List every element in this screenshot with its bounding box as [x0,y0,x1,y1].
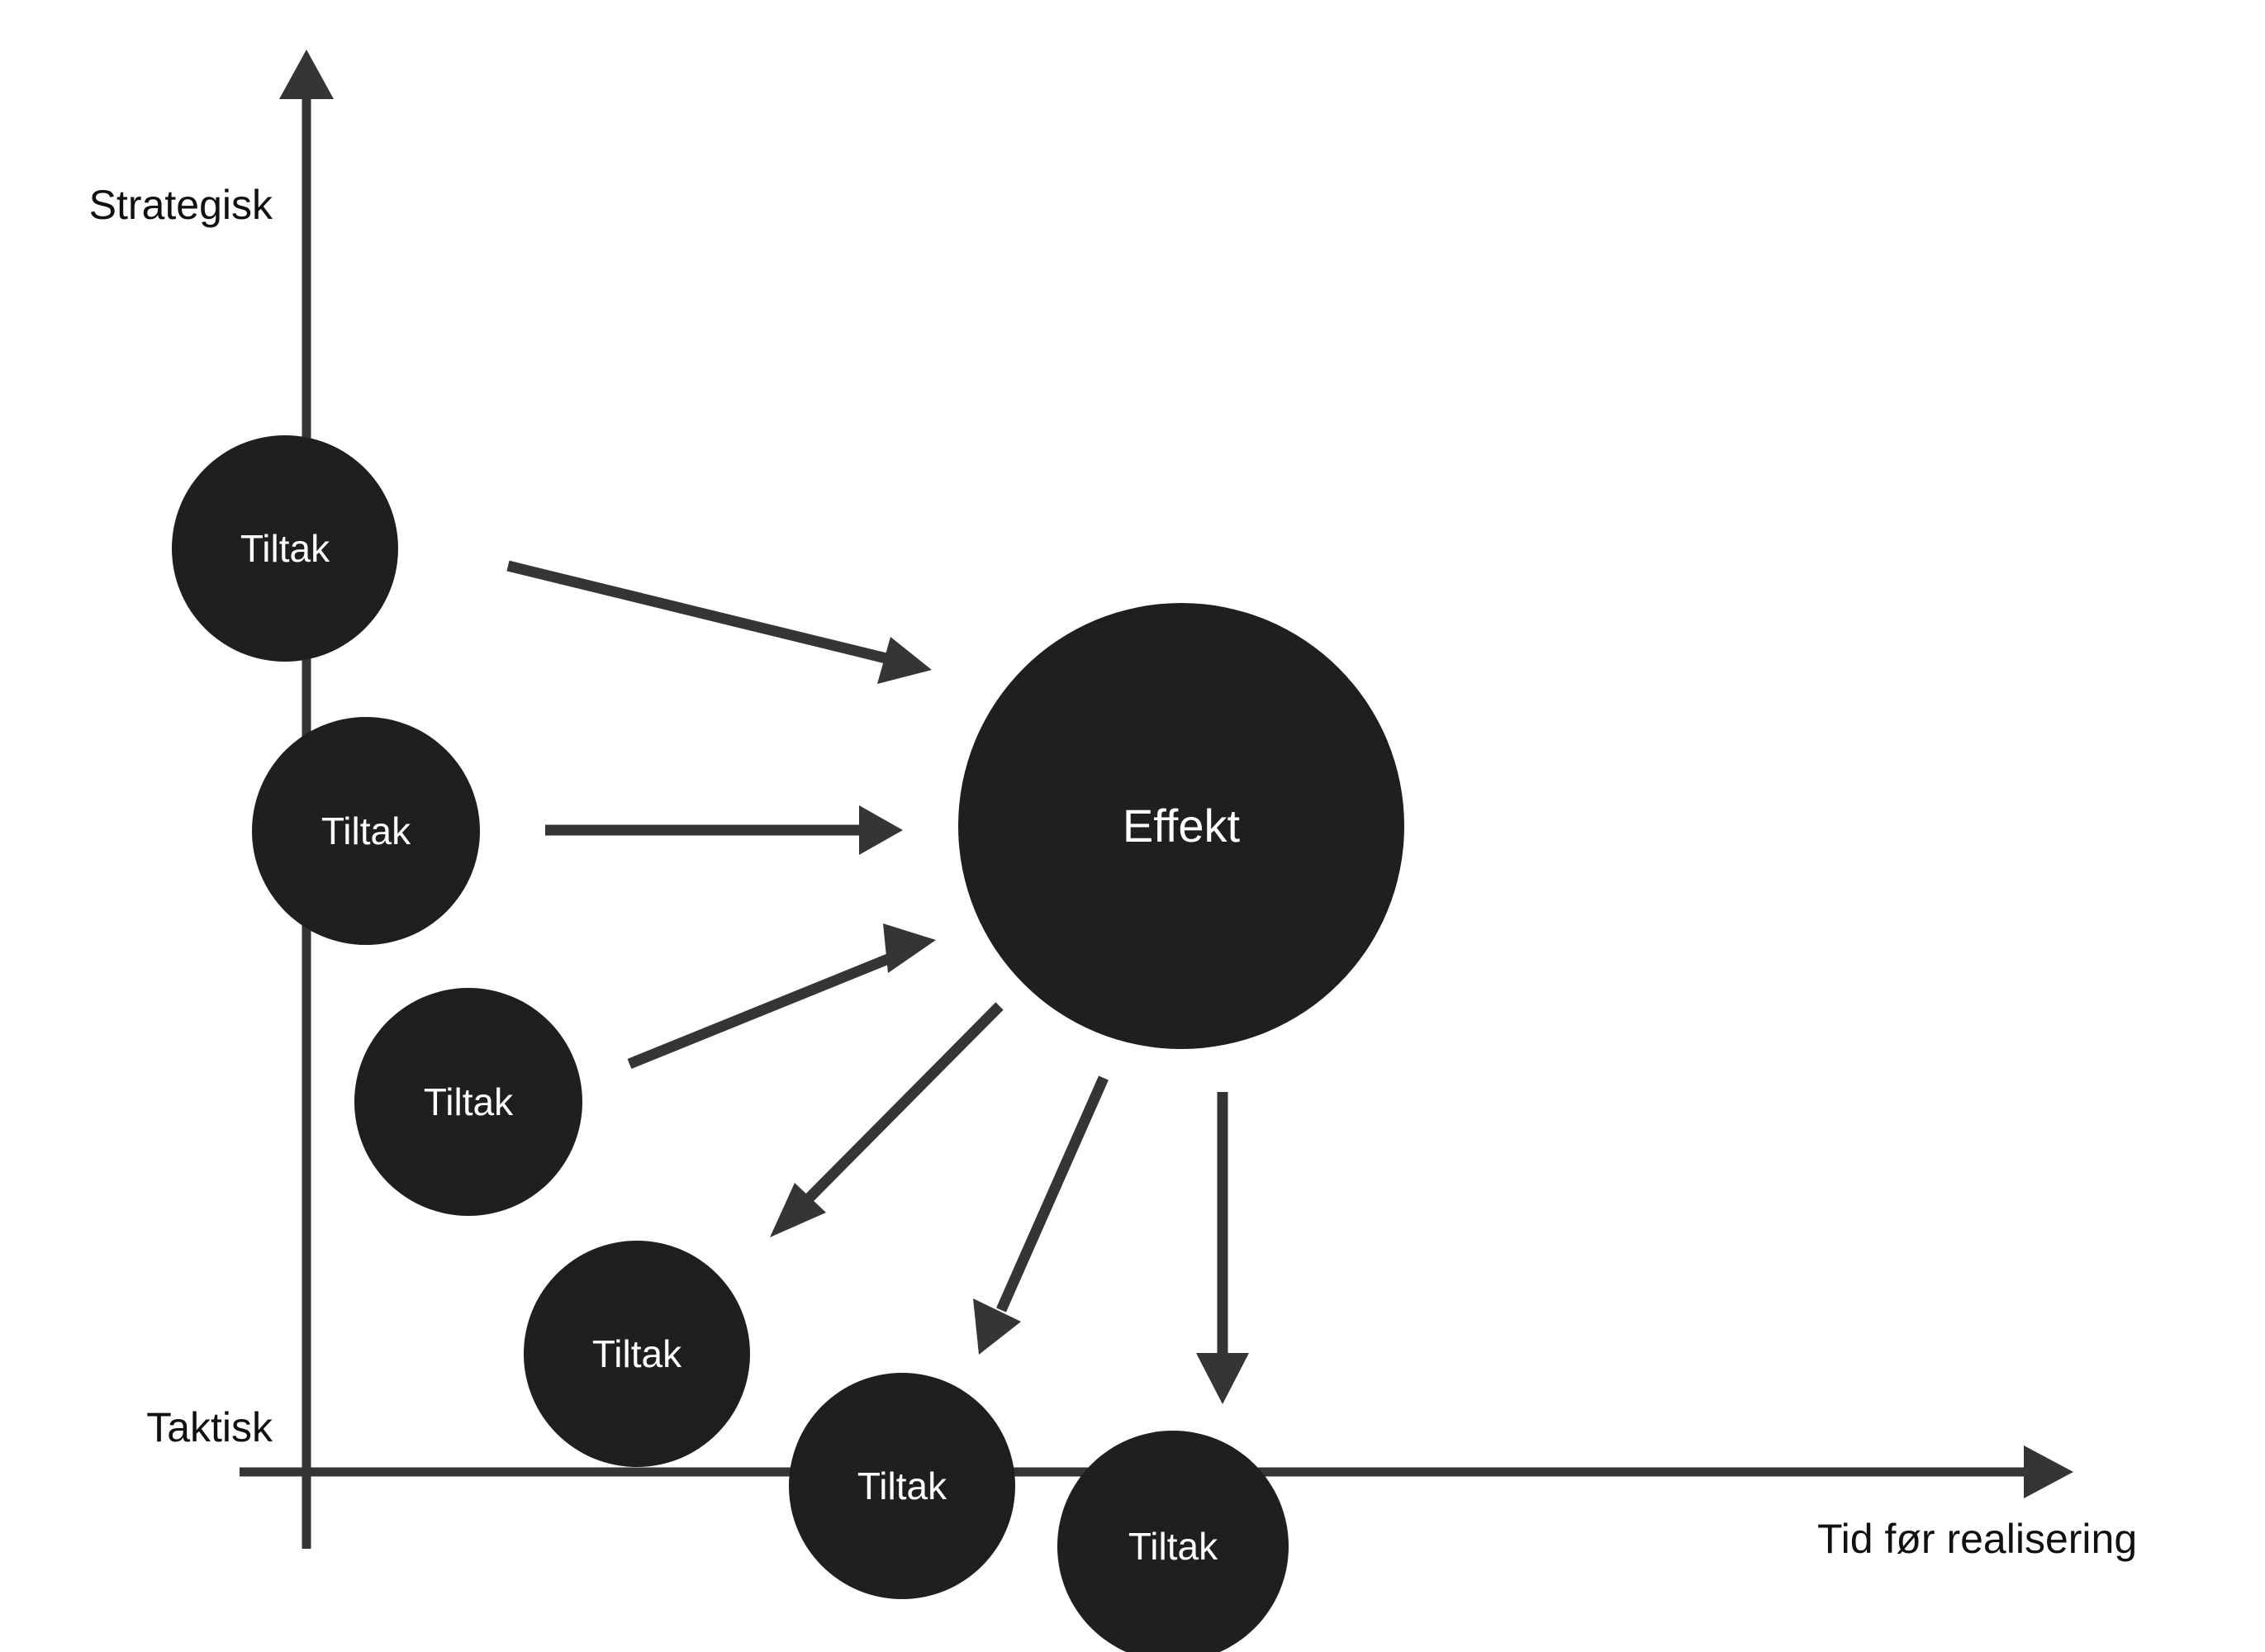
node-circle[interactable] [172,435,398,662]
connector-tiltak-2-to-effekt [545,805,903,855]
connector-tiltak-3-to-effekt [627,923,936,1070]
x-axis-arrowhead-icon [2024,1446,2073,1498]
connector-arrowhead-icon [1196,1353,1249,1404]
y-axis-bottom-label: Taktisk [146,1404,273,1450]
node-label: Tiltak [321,809,411,852]
connector-arrowhead-icon [877,637,932,684]
node-circle[interactable] [789,1373,1015,1599]
connector-effekt-to-tiltak-6 [1196,1092,1249,1404]
node-tiltak-4[interactable]: Tiltak [524,1241,750,1467]
connectors-group [506,560,1249,1404]
connector-arrowhead-icon [973,1298,1021,1355]
node-tiltak-6[interactable]: Tiltak [1057,1431,1289,1652]
node-label: Tiltak [240,527,330,570]
node-circle[interactable] [252,717,480,945]
node-tiltak-3[interactable]: Tiltak [354,988,582,1216]
connector-effekt-to-tiltak-4 [770,1002,1004,1237]
node-circle[interactable] [524,1241,750,1467]
node-label: Tiltak [857,1464,947,1507]
node-tiltak-5[interactable]: Tiltak [789,1373,1015,1599]
node-effekt[interactable]: Effekt [958,603,1404,1049]
connector-arrowhead-icon [883,923,936,973]
connector-effekt-to-tiltak-5 [973,1075,1109,1355]
connector-line [799,1002,1004,1208]
node-label: Tiltak [1128,1525,1218,1568]
node-circle[interactable] [1057,1431,1289,1652]
node-label: Tiltak [424,1080,514,1123]
measure-nodes-group: Tiltak Tiltak Tiltak Tiltak Tiltak Tilta [172,435,1289,1652]
connector-line [506,560,898,667]
y-axis-arrowhead-icon [279,50,334,99]
node-label: Effekt [1123,800,1241,852]
axis-labels-group: Strategisk Taktisk Tid før realisering [89,182,2137,1562]
node-tiltak-2[interactable]: Tiltak [252,717,480,945]
connector-arrowhead-icon [770,1183,826,1237]
connector-tiltak-1-to-effekt [506,560,932,684]
connector-arrowhead-icon [859,805,903,855]
connector-line [996,1075,1109,1313]
node-circle[interactable] [958,603,1404,1049]
node-tiltak-1[interactable]: Tiltak [172,435,398,662]
connector-line [627,948,903,1070]
y-axis-top-label: Strategisk [89,182,273,228]
x-axis-label: Tid før realisering [1817,1516,2137,1562]
node-label: Tiltak [592,1332,682,1375]
node-circle[interactable] [354,988,582,1216]
